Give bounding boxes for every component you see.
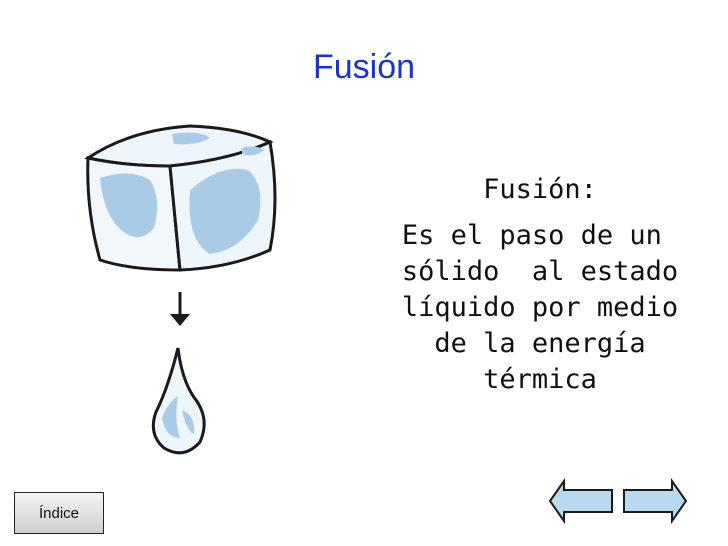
index-button[interactable]: Índice [14, 492, 104, 534]
down-arrow-icon [170, 292, 190, 326]
definition-text: Fusión: Es el paso de un sólido al estad… [380, 172, 700, 398]
previous-slide-button[interactable] [546, 478, 616, 524]
definition-heading: Fusión: [483, 174, 597, 205]
ice-cube-icon [84, 124, 277, 272]
left-arrow-icon [548, 478, 613, 524]
definition-body: Es el paso de un sólido al estado líquid… [401, 220, 679, 395]
next-slide-button[interactable] [620, 478, 690, 524]
water-drop-icon [151, 347, 206, 455]
slide-title: Fusión [312, 48, 416, 86]
right-arrow-icon [623, 478, 688, 524]
ice-melting-illustration [84, 124, 277, 455]
index-button-label: Índice [38, 504, 80, 522]
